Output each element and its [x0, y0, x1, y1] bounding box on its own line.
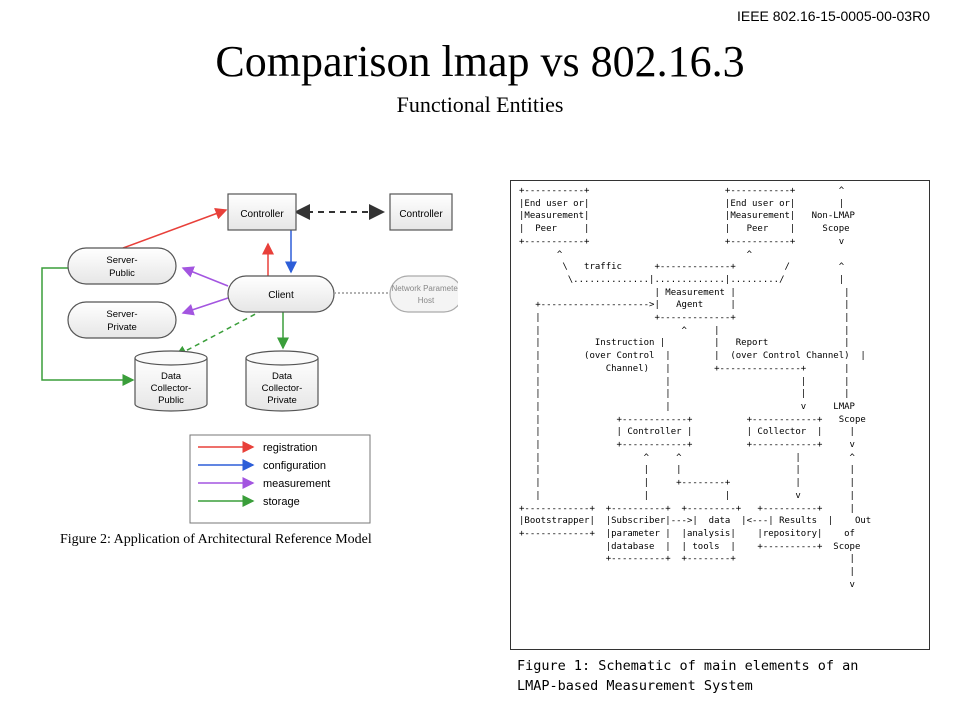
dc-public-label-2: Collector-: [151, 383, 192, 394]
slide-title: Comparison lmap vs 802.16.3: [215, 37, 745, 86]
schematic-line: | Instruction | | Report |: [519, 338, 850, 349]
schematic-line: | ^ ^ | ^: [519, 452, 855, 463]
client-node: [227, 275, 335, 313]
figure1-caption: Figure 1: Schematic of main elements of …: [517, 656, 858, 696]
schematic-line: +-----------+ +-----------+ v: [519, 236, 845, 247]
schematic-line: \ traffic +-------------+ / ^: [519, 262, 845, 273]
schematic-line: |Bootstrapper| |Subscriber|--->| data |<…: [519, 516, 872, 527]
legend-storage: storage: [198, 495, 300, 508]
server-private-node: [67, 301, 177, 339]
network-parameter-host-label-2: Host: [418, 296, 435, 305]
dc-private-label-2: Collector-: [262, 383, 303, 394]
legend-measurement: measurement: [198, 477, 330, 490]
schematic-line: +----------+ +--------+ |: [519, 554, 855, 565]
legend-configuration: configuration: [198, 459, 326, 472]
controller-label: Controller: [240, 209, 284, 220]
storage-dashed-arrow: [174, 309, 264, 357]
controller-peer-node: [389, 193, 453, 231]
schematic-line: |: [519, 567, 855, 578]
lmap-schematic-box: +-----------+ +-----------+ ^ |End user …: [510, 180, 930, 650]
network-parameter-host-label-1: Network Parameter: [392, 284, 458, 293]
legend-registration-label: registration: [263, 442, 317, 454]
controller-node: [227, 193, 297, 231]
schematic-line: | | v LMAP: [519, 401, 855, 412]
schematic-line: | +-------------+ |: [519, 313, 850, 324]
schematic-line: | | | v |: [519, 490, 855, 501]
schematic-line: | +------------+ +------------+ Scope: [519, 414, 866, 425]
figure1-caption-line-2: LMAP-based Measurement System: [517, 678, 753, 694]
network-parameter-host-node: [389, 275, 458, 313]
schematic-line: +-----------+ +-----------+ ^: [519, 186, 845, 196]
server-public-node: [67, 247, 177, 285]
schematic-line: ^ ^: [519, 249, 752, 260]
schematic-line: | Measurement | |: [519, 287, 850, 298]
server-private-label-2: Private: [107, 322, 137, 333]
schematic-line: | +------------+ +------------+ v: [519, 440, 855, 451]
schematic-line: | Channel) | +---------------+ |: [519, 363, 850, 374]
figure2-caption: Figure 2: Application of Architectural R…: [60, 532, 372, 547]
server-public-label-2: Public: [109, 268, 135, 279]
controller-peer-label: Controller: [399, 209, 443, 220]
schematic-line: +------------+ |parameter | |analysis| |…: [519, 528, 855, 539]
schematic-line: | | | | |: [519, 465, 855, 476]
dc-public-label-1: Data: [161, 371, 182, 382]
schematic-line: +------------+ +----------+ +---------+ …: [519, 503, 855, 514]
schematic-line: +-------------------->| Agent | |: [519, 300, 850, 311]
schematic-line: |End user or| |End user or| |: [519, 198, 845, 209]
legend-storage-label: storage: [263, 496, 300, 508]
figure1-caption-line-1: Figure 1: Schematic of main elements of …: [517, 658, 859, 674]
server-private-label-1: Server-: [106, 309, 137, 320]
dc-private-label-1: Data: [272, 371, 293, 382]
server-public-label-1: Server-: [106, 255, 137, 266]
schematic-line: |Measurement| |Measurement| Non-LMAP: [519, 211, 855, 222]
data-collector-private-node: [245, 350, 319, 412]
schematic-line: | | | |: [519, 389, 850, 400]
dc-public-label-3: Public: [158, 395, 184, 406]
legend-box: [189, 434, 371, 524]
schematic-line: | (over Control | | (over Control Channe…: [519, 351, 866, 362]
dc-private-label-3: Private: [267, 395, 297, 406]
registration-arrow-server-controller: [122, 208, 228, 249]
legend-measurement-label: measurement: [263, 478, 330, 490]
data-collector-public-node: [134, 350, 208, 412]
schematic-line: \..............|.............|........./…: [519, 274, 845, 285]
legend-configuration-label: configuration: [263, 460, 326, 472]
storage-arrow-server-public: [41, 267, 135, 386]
slide-subtitle: Functional Entities: [396, 92, 564, 117]
client-label: Client: [268, 290, 294, 301]
legend-registration: registration: [198, 441, 317, 454]
lmap-schematic-text: +-----------+ +-----------+ ^ |End user …: [511, 181, 929, 592]
schematic-line: | | | |: [519, 376, 850, 387]
document-id: IEEE 802.16-15-0005-00-03R0: [736, 8, 930, 24]
schematic-line: | ^ | |: [519, 325, 850, 336]
schematic-line: v: [519, 579, 855, 590]
schematic-line: | | +--------+ | |: [519, 478, 855, 489]
schematic-line: | Peer | | Peer | Scope: [519, 224, 850, 235]
architecture-diagram: Controller Controller Server- Public Ser…: [41, 193, 458, 524]
schematic-line: | | Controller | | Collector | |: [519, 427, 855, 438]
measurement-arrow-client-private: [181, 297, 229, 316]
schematic-line: |database | | tools | +----------+ Scope: [519, 541, 861, 552]
measurement-arrow-client-public: [181, 266, 229, 287]
